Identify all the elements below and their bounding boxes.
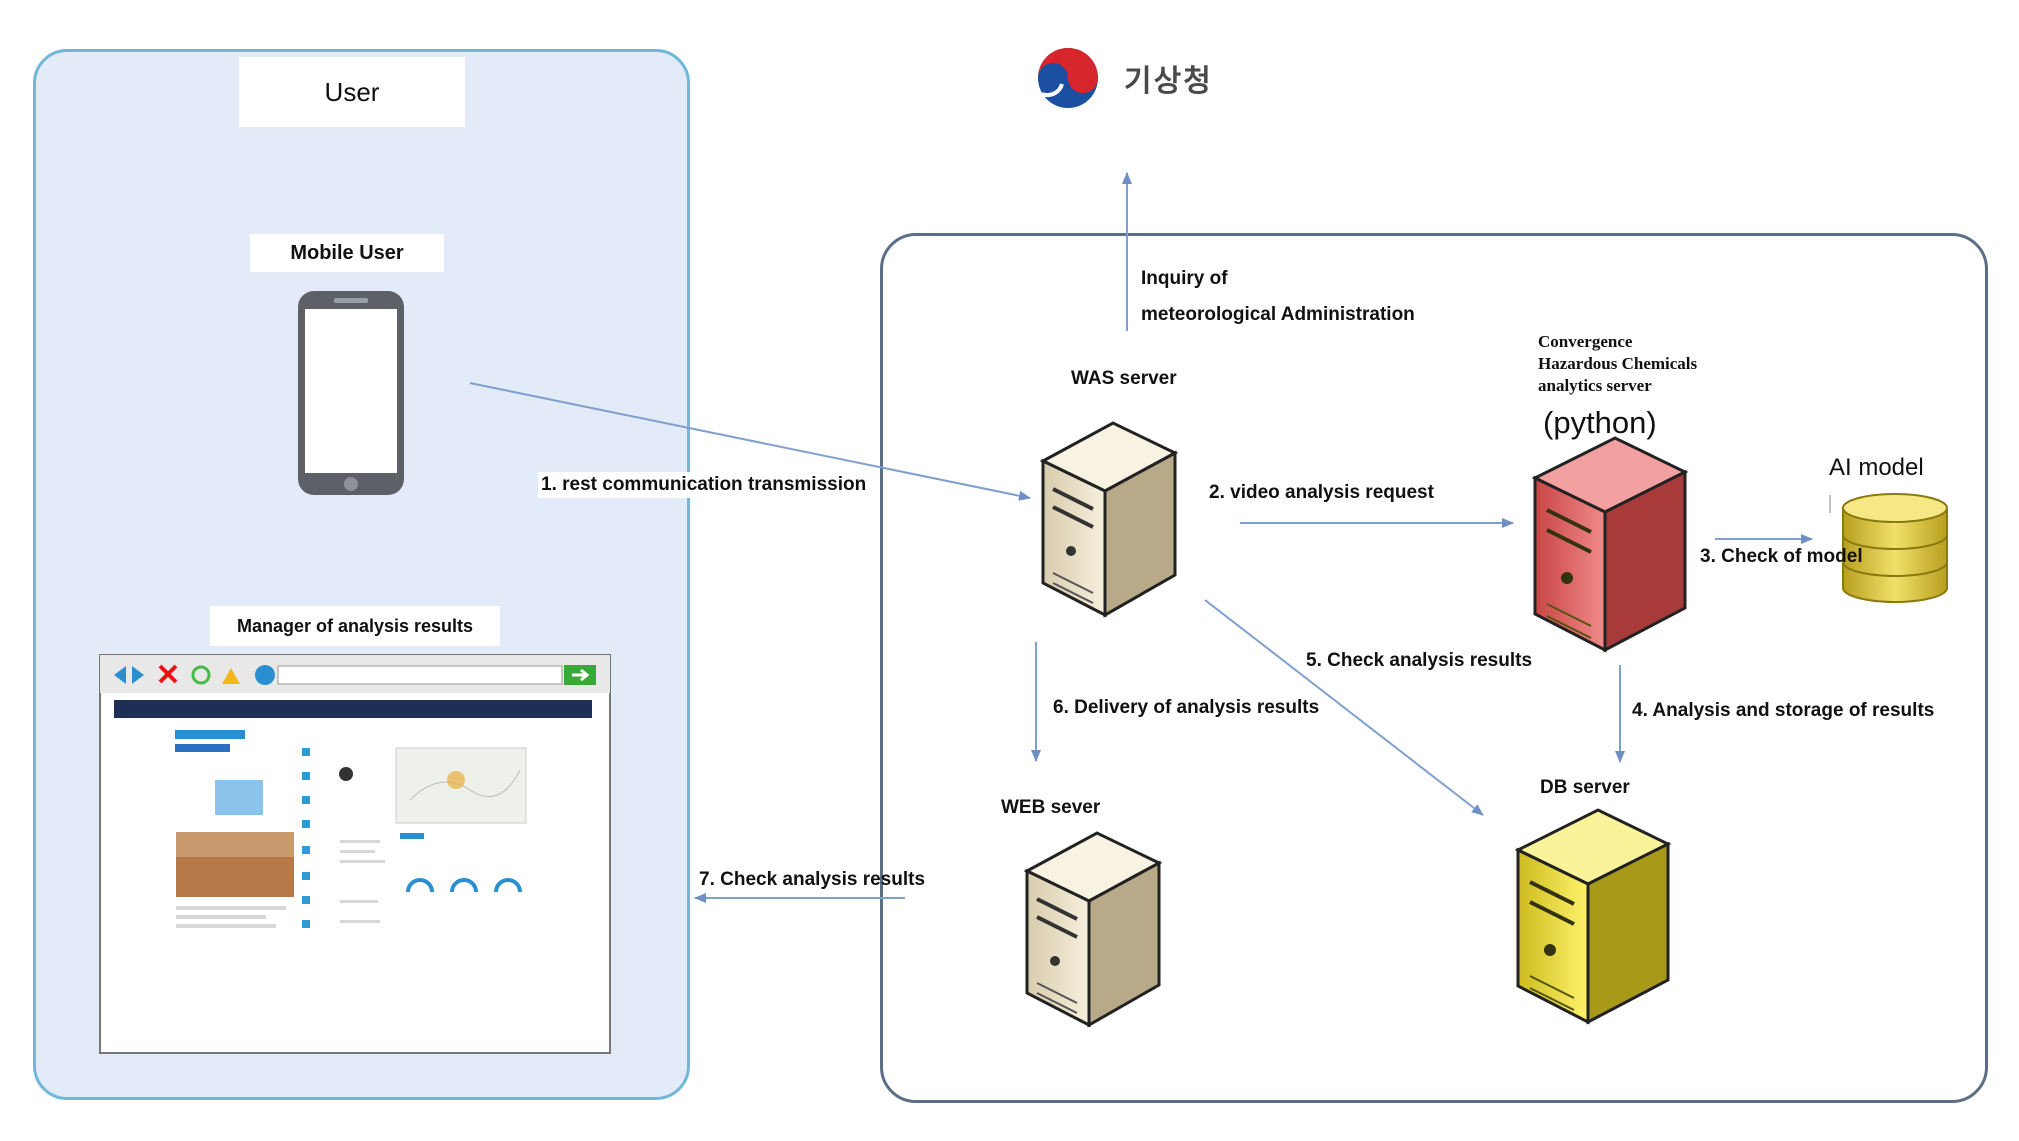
db-server-icon (1514, 808, 1672, 1025)
step2-label: 2. video analysis request (1209, 482, 1434, 503)
analytics-server-label: Convergence Hazardous Chemicals analytic… (1538, 331, 1697, 397)
step3-label: 3. Check of model (1700, 546, 1863, 567)
step1-label: 1. rest communication transmission (538, 472, 870, 498)
web-server-label: WEB sever (1001, 797, 1101, 818)
analytics-server-icon (1531, 436, 1689, 653)
kma-logo-icon (1038, 48, 1098, 108)
arrow-step5 (1204, 599, 1484, 816)
user-panel-title: User (239, 57, 465, 127)
analytics-language-label: (python) (1543, 405, 1657, 440)
inquiry-label-line1: Inquiry of (1141, 268, 1228, 289)
step4-label: 4. Analysis and storage of results (1632, 700, 1935, 721)
mobile-phone-icon (298, 291, 404, 495)
step6-label: 6. Delivery of analysis results (1053, 697, 1320, 718)
ai-model-database-icon (1842, 493, 1948, 603)
was-server-icon (1039, 421, 1179, 618)
inquiry-label-line2: meteorological Administration (1141, 304, 1415, 325)
inquiry-label: Inquiry of meteorological Administration (1141, 261, 1415, 333)
analytics-label-line3: analytics server (1538, 376, 1652, 395)
ai-model-label: AI model (1829, 454, 1924, 481)
was-server-label: WAS server (1071, 368, 1177, 389)
web-server-icon (1023, 831, 1163, 1028)
analytics-label-line1: Convergence (1538, 332, 1633, 351)
kma-logo-text: 기상청 (1124, 65, 1213, 98)
mobile-user-label: Mobile User (250, 234, 444, 272)
browser-window-icon (99, 654, 611, 1054)
step5-label: 5. Check analysis results (1306, 650, 1533, 671)
arrow-step1 (469, 382, 1031, 501)
step7-label: 7. Check analysis results (699, 869, 926, 890)
db-server-label: DB server (1540, 777, 1630, 798)
manager-label: Manager of analysis results (210, 606, 500, 646)
analytics-label-line2: Hazardous Chemicals (1538, 354, 1698, 373)
